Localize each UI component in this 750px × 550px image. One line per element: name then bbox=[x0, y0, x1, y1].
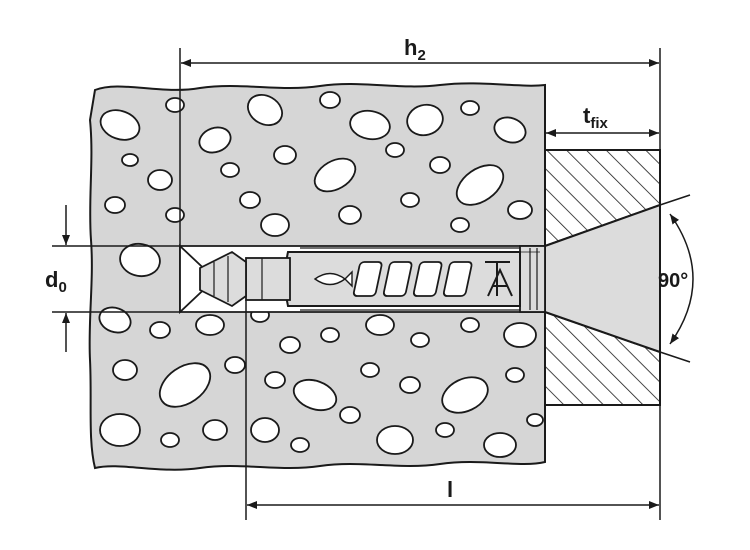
aggregate-stone bbox=[198, 126, 232, 154]
aggregate-stone bbox=[98, 306, 132, 334]
cone-nut bbox=[199, 250, 247, 308]
angle-label: 90° bbox=[658, 270, 688, 292]
aggregate-stone bbox=[406, 103, 444, 137]
aggregate-stone bbox=[455, 164, 505, 206]
aggregate-stone bbox=[313, 157, 357, 193]
aggregate-stone bbox=[435, 422, 455, 438]
aggregate-stone bbox=[220, 162, 240, 178]
h2-label: h2 bbox=[404, 35, 426, 64]
aggregate-stone bbox=[376, 425, 414, 455]
d0-label: d0 bbox=[45, 267, 67, 296]
dimension-labels: h2 tfix d0 90° l bbox=[45, 35, 688, 502]
aggregate-stone bbox=[503, 322, 537, 348]
aggregate-stone bbox=[441, 376, 489, 414]
brand-logo bbox=[485, 261, 513, 297]
aggregate-stone bbox=[112, 359, 138, 381]
aggregate-stone bbox=[149, 321, 171, 339]
aggregate-stone bbox=[507, 200, 533, 220]
aggregate-stone bbox=[360, 362, 380, 378]
aggregate-stone bbox=[339, 406, 361, 424]
aggregate-stone bbox=[119, 242, 161, 278]
aggregate-stone bbox=[158, 362, 212, 408]
aggregate-stone bbox=[264, 371, 286, 389]
aggregate-stone bbox=[385, 142, 405, 158]
aggregate-stone bbox=[121, 153, 139, 167]
aggregate-stone bbox=[292, 378, 338, 412]
aggregate-stone bbox=[239, 191, 261, 209]
aggregate-stone bbox=[247, 94, 283, 126]
aggregate-stone bbox=[165, 207, 185, 223]
aggregate-stone bbox=[460, 100, 480, 116]
expansion-cone bbox=[245, 257, 291, 301]
aggregate-stone bbox=[290, 437, 310, 453]
aggregate-stones bbox=[98, 91, 544, 458]
aggregate-stone bbox=[250, 417, 280, 443]
aggregate-stone bbox=[429, 156, 451, 174]
aggregate-stone bbox=[320, 327, 340, 343]
aggregate-stone bbox=[483, 432, 517, 458]
aggregate-stone bbox=[160, 432, 180, 448]
aggregate-stone bbox=[319, 91, 341, 109]
aggregate-stone bbox=[450, 217, 470, 233]
length-label: l bbox=[447, 477, 453, 502]
angle-arc bbox=[669, 213, 694, 345]
aggregate-stone bbox=[165, 97, 185, 113]
fish-logo bbox=[313, 270, 353, 288]
bolt-shank bbox=[519, 245, 546, 313]
aggregate-stone bbox=[202, 419, 228, 441]
tfix-label: tfix bbox=[583, 103, 608, 132]
aggregate-stone bbox=[505, 367, 525, 383]
aggregate-stone bbox=[349, 109, 391, 141]
aggregate-stone bbox=[410, 332, 430, 348]
dimension-lines bbox=[52, 48, 694, 520]
aggregate-stone bbox=[260, 213, 290, 237]
aggregate-stone bbox=[493, 116, 527, 144]
aggregate-stone bbox=[338, 205, 362, 225]
aggregate-stone bbox=[104, 196, 126, 214]
aggregate-stone bbox=[224, 356, 246, 374]
aggregate-stone bbox=[99, 413, 141, 447]
aggregate-stone bbox=[273, 145, 297, 165]
aggregate-stone bbox=[365, 314, 395, 336]
aggregate-stone bbox=[99, 109, 141, 141]
aggregate-stone bbox=[399, 376, 421, 394]
aggregate-stone bbox=[460, 317, 480, 333]
aggregate-stone bbox=[526, 413, 544, 427]
aggregate-stone bbox=[195, 314, 225, 336]
aggregate-stone bbox=[147, 169, 173, 191]
aggregate-stone bbox=[400, 192, 420, 208]
anchor-bolt bbox=[199, 203, 661, 354]
sleeve-slots bbox=[352, 261, 473, 297]
aggregate-stone bbox=[279, 336, 301, 354]
